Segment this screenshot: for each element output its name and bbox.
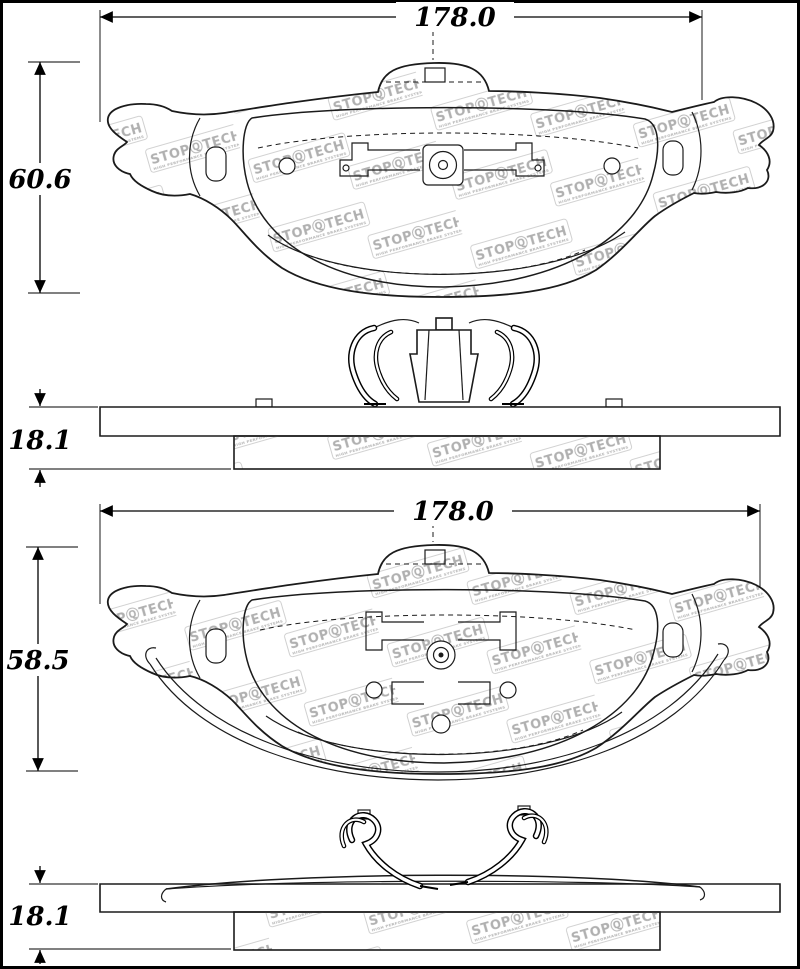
pad1-center-hole: [428, 150, 458, 180]
pad1-height-label: 60.6: [8, 165, 71, 195]
pad2-left-bracket-bottom: [391, 681, 424, 705]
pad1-left-rivet: [342, 164, 350, 172]
pad1-right-boss: [662, 140, 684, 176]
pad1-chamfer-arc: [267, 231, 626, 275]
pad2-side-shim-curl-left: [160, 888, 167, 903]
dim-pad1-thickness: 18.1: [8, 389, 231, 487]
pad2-right-boss: [662, 622, 684, 658]
clip2-right-foot: [449, 881, 469, 886]
dim-label-mask: [8, 644, 70, 676]
dim-label-mask: [10, 163, 72, 195]
pad2-right-wing-contour: [691, 593, 702, 673]
pad1-right-bracket: [464, 142, 545, 177]
pad2-shim-inner: [155, 653, 719, 773]
clip1-block-line-right: [458, 329, 464, 401]
pad2-right-bracket-bottom: [458, 681, 491, 705]
pad2-height-label: 58.5: [6, 646, 69, 676]
pad2-left-hole: [365, 681, 383, 699]
clip1-left-wire-core: [349, 326, 377, 406]
clip1-top-tab: [435, 317, 453, 331]
pad2-center-hole-mid: [432, 646, 450, 664]
pad1-left-boss: [205, 146, 227, 182]
pad1-friction-outline: [242, 106, 659, 288]
clip2-right-wire-core: [466, 809, 541, 884]
pad2-hidden-edge-top: [259, 614, 637, 631]
dim-pad2-height: 58.5: [6, 546, 78, 772]
pad2-thickness-label: 18.1: [8, 902, 71, 932]
clip1-top-arc-right: [468, 318, 515, 329]
pad2-left-boss: [205, 628, 227, 664]
pad1-right-rivet: [534, 164, 542, 172]
clip1-top-arc-left: [373, 318, 420, 329]
pad2-side-shim-top: [165, 874, 701, 890]
pad1-side-view: [99, 398, 781, 470]
pad2-shim-curl-left: [145, 647, 157, 665]
pad1-left-bracket: [339, 142, 420, 177]
dim-pad1-width: 178.0: [99, 2, 703, 122]
clip1-right-wire-core: [511, 326, 539, 406]
dim-label-mask: [396, 2, 514, 32]
pad2-left-bracket-top: [365, 611, 424, 651]
pad1-left-hole: [278, 157, 296, 175]
pad2-shim-curl-right: [717, 643, 729, 661]
clip2-right-strand-core: [522, 814, 548, 844]
pad1-thickness-label: 18.1: [8, 426, 71, 456]
pad2-bottom-hole: [431, 714, 451, 734]
pad2-center-hole-dot: [438, 652, 444, 658]
pad2-right-hole: [499, 681, 517, 699]
pad1-width-label: 178.0: [414, 3, 495, 33]
clip1-block-line-left: [424, 329, 430, 401]
pad2-width-label: 178.0: [412, 497, 493, 527]
pad1-center-hole-inner: [437, 159, 449, 171]
pad1-side-backing-plate: [99, 406, 781, 437]
pad1-hidden-edge-top: [257, 132, 639, 149]
clip1-center-block: [409, 329, 479, 403]
pad1-side-tab-right: [605, 398, 623, 408]
pad2-side-friction: [233, 911, 661, 951]
pad2-shim-outer: [149, 659, 725, 781]
pad1-retaining-clip: [348, 317, 540, 408]
pad2-left-wing-contour: [188, 599, 201, 679]
pad2-chamfer-arc: [265, 711, 623, 756]
pad2-front-view: [106, 514, 775, 781]
clip2-left-strand-core: [340, 818, 366, 848]
pad1-right-wing-contour: [691, 111, 702, 191]
pad2-side-shim-curl-right: [699, 886, 706, 901]
pad1-right-hole: [603, 157, 621, 175]
pad1-front-view: [106, 22, 775, 298]
pad2-friction-outline: [242, 588, 659, 764]
pad2-right-bracket-top: [458, 611, 517, 651]
pad1-left-wing-contour: [188, 117, 201, 197]
pad1-side-friction: [233, 435, 661, 470]
pad2-side-shim-bottom: [165, 880, 701, 890]
pad2-side-backing-plate: [99, 883, 781, 913]
dim-pad2-width: 178.0: [99, 496, 761, 604]
pad2-spring-clips: [339, 805, 549, 890]
pad1-side-tab-left: [255, 398, 273, 408]
dim-label-mask: [394, 496, 512, 526]
clip1-left-strand-core: [374, 330, 399, 401]
pad2-side-view: [99, 874, 781, 951]
dim-pad1-height: 60.6: [8, 61, 80, 294]
dim-pad2-thickness: 18.1: [8, 866, 231, 964]
clip2-right-wire: [464, 808, 542, 886]
clip2-left-foot: [419, 885, 439, 890]
clip1-right-strand-core: [489, 330, 514, 401]
